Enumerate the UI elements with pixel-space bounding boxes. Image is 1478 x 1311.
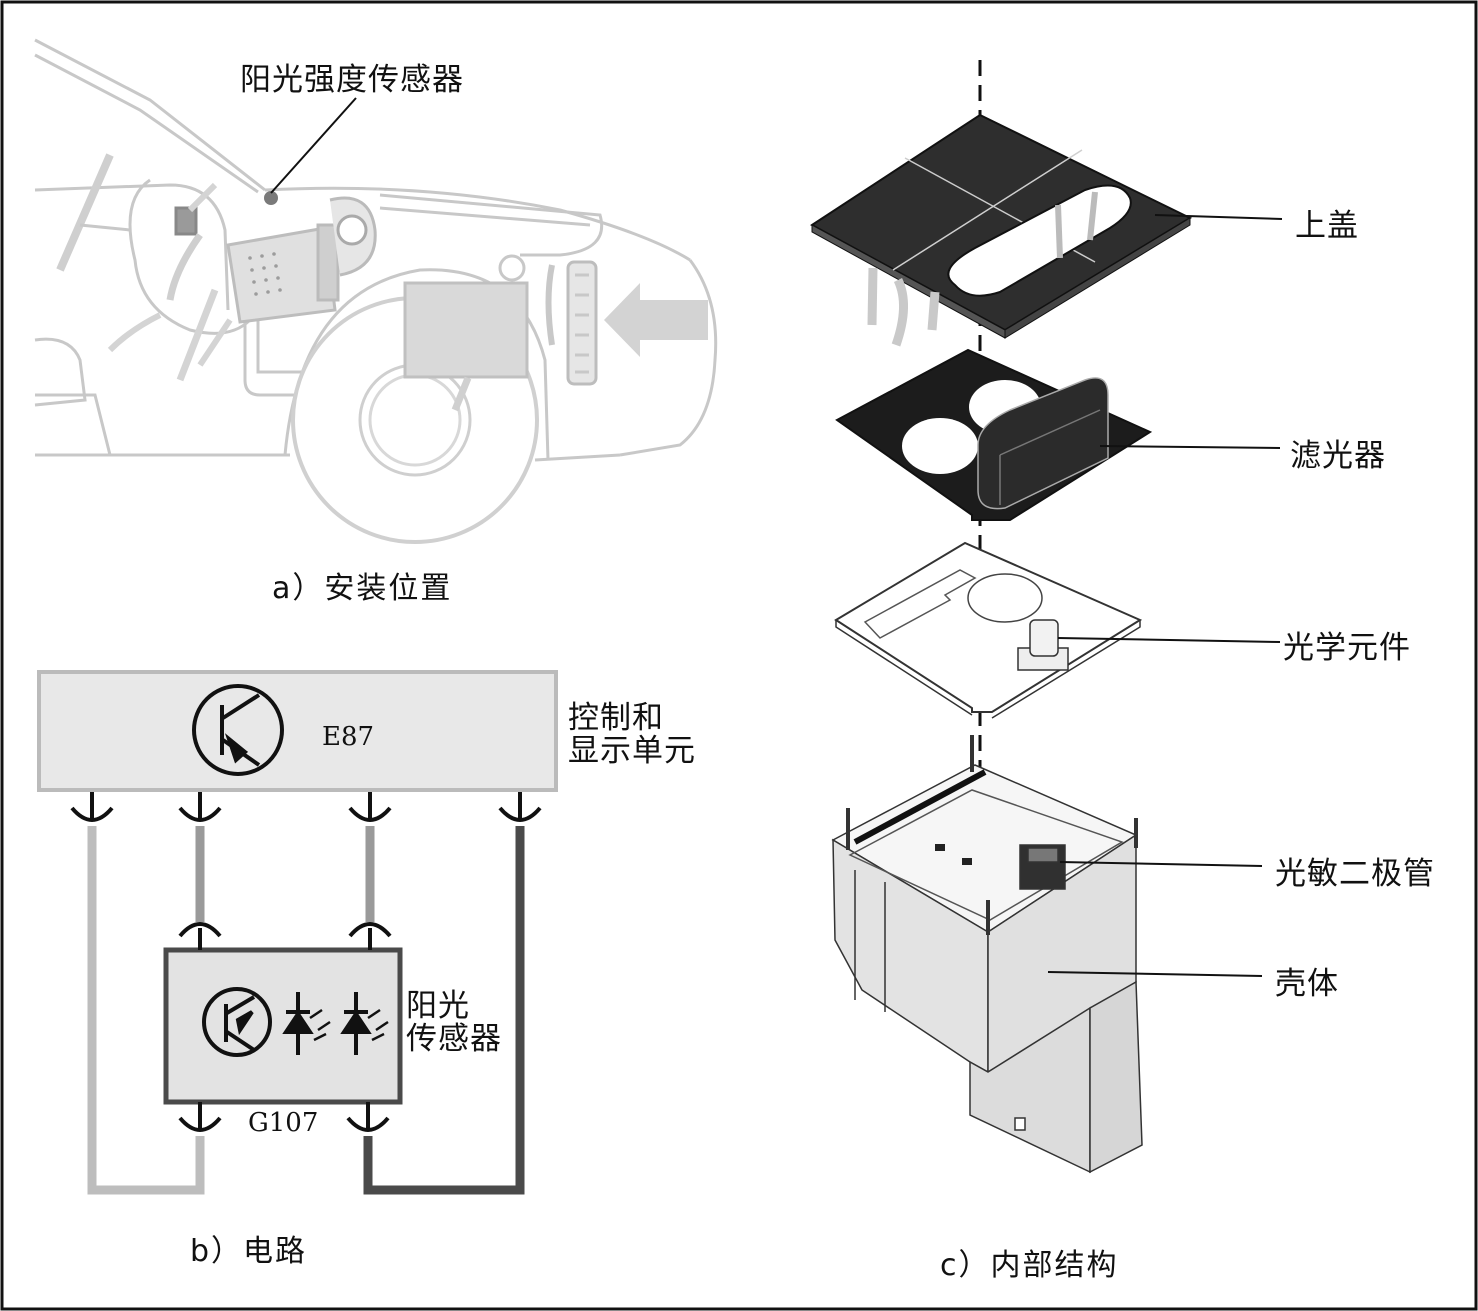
control-unit-name-line1: 控制和: [568, 700, 664, 736]
caption-c: c）内部结构: [940, 1248, 1119, 1283]
sensor-transistor-symbol: [202, 987, 272, 1057]
sensor-name-line2: 传感器: [406, 1021, 502, 1057]
caption-a: a）安装位置: [272, 571, 453, 606]
control-unit-symbol: [192, 684, 284, 776]
panel-c-leaders: [1047, 214, 1283, 977]
sun-sensor-label: 阳光强度传感器: [240, 62, 464, 98]
control-unit-name-line2: 显示单元: [568, 733, 696, 769]
label-filter: 滤光器: [1290, 438, 1386, 474]
sensor-name-line1: 阳光: [406, 988, 470, 1024]
label-housing: 壳体: [1275, 966, 1339, 1002]
car-illustration: [34, 38, 718, 544]
sensor-connectors: [178, 922, 392, 1132]
label-optical-element: 光学元件: [1283, 630, 1411, 666]
caption-b: b）电路: [190, 1234, 308, 1269]
sun-sensor-dot: [264, 191, 278, 205]
label-top-cover: 上盖: [1295, 208, 1359, 244]
wire-light-outer: [87, 826, 205, 1195]
sensor-code: G107: [248, 1108, 319, 1138]
filter-dots: [248, 252, 282, 296]
housing-part: [831, 735, 1143, 1174]
optical-element-part: [834, 541, 1143, 719]
control-unit-code: E87: [322, 722, 375, 752]
label-photodiode: 光敏二极管: [1275, 856, 1435, 892]
control-unit-connectors: [70, 792, 542, 822]
filter-part: [835, 348, 1153, 521]
top-cover: [810, 113, 1193, 347]
wire-dark: [363, 826, 525, 1195]
photodiode-symbols: [282, 992, 389, 1055]
sensor-leader-line: [270, 97, 357, 194]
airflow-arrow: [604, 283, 708, 357]
control-unit-box: [37, 670, 558, 792]
